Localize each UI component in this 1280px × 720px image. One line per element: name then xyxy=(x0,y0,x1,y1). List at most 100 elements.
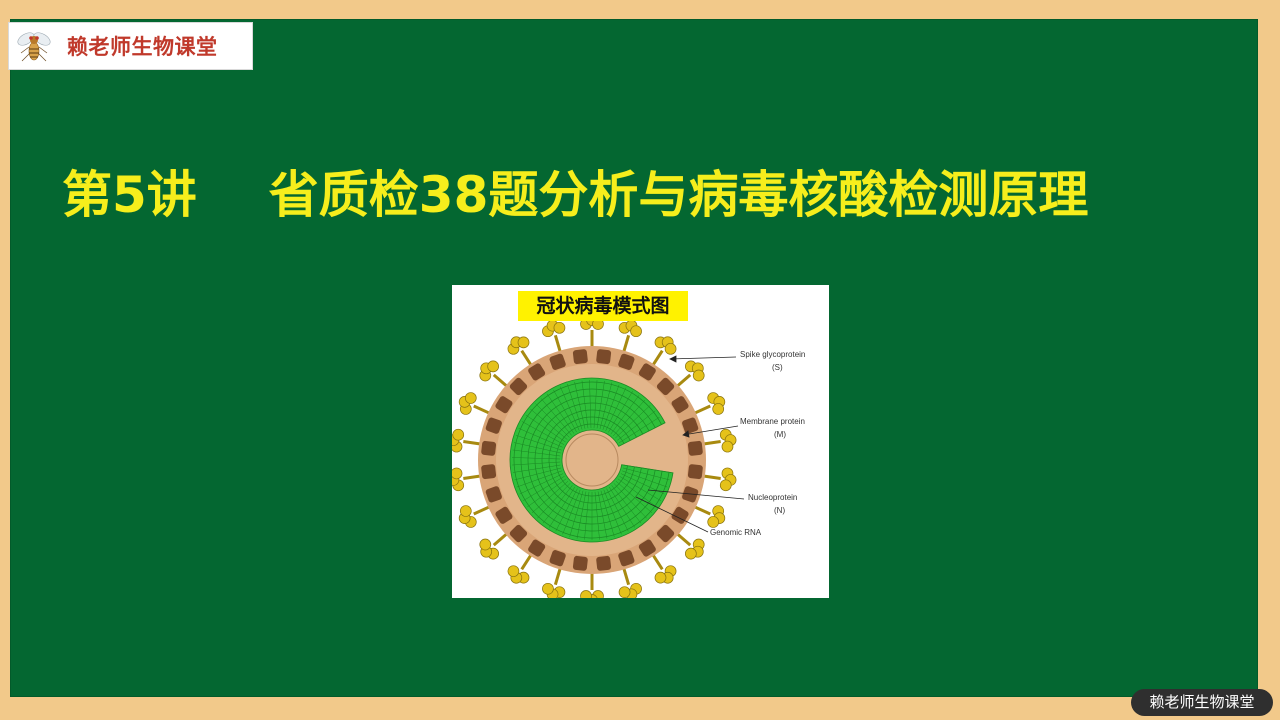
spike-head xyxy=(712,403,725,415)
slide-title: 第5讲 省质检38题分析与病毒核酸检测原理 xyxy=(62,158,1252,232)
spike-head xyxy=(553,321,566,334)
label-leaders xyxy=(635,355,745,533)
membrane-protein xyxy=(495,396,513,414)
membrane-label: Membrane protein xyxy=(740,417,805,426)
membrane-protein xyxy=(656,377,675,396)
nucleoprotein-segment xyxy=(618,416,660,444)
nucleoprotein-segment xyxy=(593,380,598,429)
nucleoprotein-segment xyxy=(603,489,622,535)
nucleoprotein-segment xyxy=(597,491,608,539)
spike-head xyxy=(618,586,631,598)
membrane-protein xyxy=(618,353,635,370)
nucleoprotein-segment xyxy=(615,480,653,514)
spike-head xyxy=(464,392,477,404)
nucleoprotein-segment xyxy=(525,414,566,443)
spike-head xyxy=(654,571,667,584)
membrane-protein xyxy=(596,555,612,571)
spike-head xyxy=(719,479,732,492)
membrane-protein xyxy=(687,440,703,456)
nucleoprotein-segment xyxy=(514,467,562,481)
nucleoprotein-segment xyxy=(574,381,586,429)
nucleoprotein-segment xyxy=(613,483,647,519)
nucleoprotein-segment xyxy=(623,464,672,473)
nucleoprotein-segment xyxy=(559,386,580,431)
membrane-label-abbr: (M) xyxy=(774,430,786,439)
nucleoprotein-segment xyxy=(515,435,562,451)
nucleoprotein-segment xyxy=(553,389,577,433)
nucleoprotein-segment xyxy=(521,421,565,445)
nucleoprotein-segment xyxy=(540,398,572,436)
nucleoprotein-segment xyxy=(610,395,640,435)
nucleoprotein-segment xyxy=(612,399,646,437)
membrane-protein xyxy=(549,550,566,567)
nucleoprotein-segment xyxy=(608,391,633,433)
membrane-proteins xyxy=(481,349,703,571)
genomic-rna-core xyxy=(565,433,619,487)
nucleoprotein-segment xyxy=(569,490,584,537)
membrane-protein xyxy=(485,486,502,503)
nucleoprotein-segment xyxy=(546,393,575,434)
nucleoprotein-segment xyxy=(537,483,571,519)
nucleoprotein-label: Nucleoprotein xyxy=(748,493,797,502)
nucleoprotein-segment xyxy=(576,491,587,539)
spike-head xyxy=(707,516,720,528)
figure-caption: 冠状病毒模式图 xyxy=(518,291,688,321)
nucleoprotein-segment xyxy=(527,478,567,508)
nucleoprotein-segment xyxy=(513,442,561,454)
nucleoprotein-texture xyxy=(512,380,672,540)
nucleoprotein-segment xyxy=(615,405,651,439)
nucleoprotein-segment xyxy=(535,403,570,438)
spike-head xyxy=(517,336,530,349)
nucleoprotein-segment xyxy=(548,486,576,528)
nucleoprotein-segment xyxy=(605,387,627,432)
spike-head xyxy=(685,547,697,560)
nucleoprotein-segment xyxy=(599,382,613,430)
nucleoprotein-segment xyxy=(562,489,581,535)
nucleoprotein-segment xyxy=(596,380,605,429)
coronavirus-figure: Spike glycoprotein (S) Membrane protein … xyxy=(452,285,829,598)
watermark: 赖老师生物课堂 xyxy=(1131,689,1273,716)
nucleoprotein-segment xyxy=(512,449,561,457)
lecture-title: 省质检38题分析与病毒核酸检测原理 xyxy=(268,166,1089,224)
nucleoprotein-segment xyxy=(619,476,661,501)
spike-head xyxy=(507,565,520,578)
spike-head xyxy=(459,505,472,517)
membrane-protein xyxy=(572,349,588,365)
membrane-protein xyxy=(682,417,699,434)
nucleoprotein-segment xyxy=(584,491,590,540)
nucleoprotein-segment xyxy=(523,476,565,501)
membrane-protein xyxy=(671,396,689,414)
nucleoprotein-segment xyxy=(589,380,592,429)
nucleoprotein-segment xyxy=(530,408,568,440)
spike-head xyxy=(487,360,499,373)
nucleoprotein-segment xyxy=(531,480,569,514)
logo: 赖老师生物课堂 xyxy=(8,22,253,70)
spike-head xyxy=(542,582,554,595)
membrane-protein xyxy=(481,464,497,480)
spike-label-abbr: (S) xyxy=(772,363,783,372)
genomic-rna-label: Genomic RNA xyxy=(710,528,762,537)
nucleoprotein-segment xyxy=(594,491,600,540)
membrane-protein xyxy=(638,363,656,381)
membrane-protein xyxy=(638,539,656,557)
lecture-number: 第5讲 xyxy=(62,166,197,224)
membrane-protein xyxy=(572,555,588,571)
logo-text: 赖老师生物课堂 xyxy=(67,35,218,59)
spike-glycoproteins xyxy=(452,314,737,598)
membrane-protein xyxy=(687,464,703,480)
nucleoprotein-segment xyxy=(600,490,615,537)
membrane-protein xyxy=(656,524,675,543)
membrane-protein xyxy=(495,506,513,524)
nucleoprotein-segment xyxy=(512,461,561,466)
nucleoprotein-segment xyxy=(512,457,561,460)
nucleoprotein-segment xyxy=(606,488,629,532)
nucleoprotein-segment xyxy=(617,410,656,441)
nucleoprotein-segment xyxy=(617,478,657,508)
membrane-protein xyxy=(549,353,566,370)
nucleoprotein-segment xyxy=(542,485,573,524)
nucleoprotein-segment xyxy=(608,486,636,528)
nucleoprotein-segment xyxy=(611,485,642,524)
spike-head xyxy=(452,428,465,441)
spike-head xyxy=(479,538,492,551)
coronavirus-diagram: Spike glycoprotein (S) Membrane protein … xyxy=(452,314,805,598)
